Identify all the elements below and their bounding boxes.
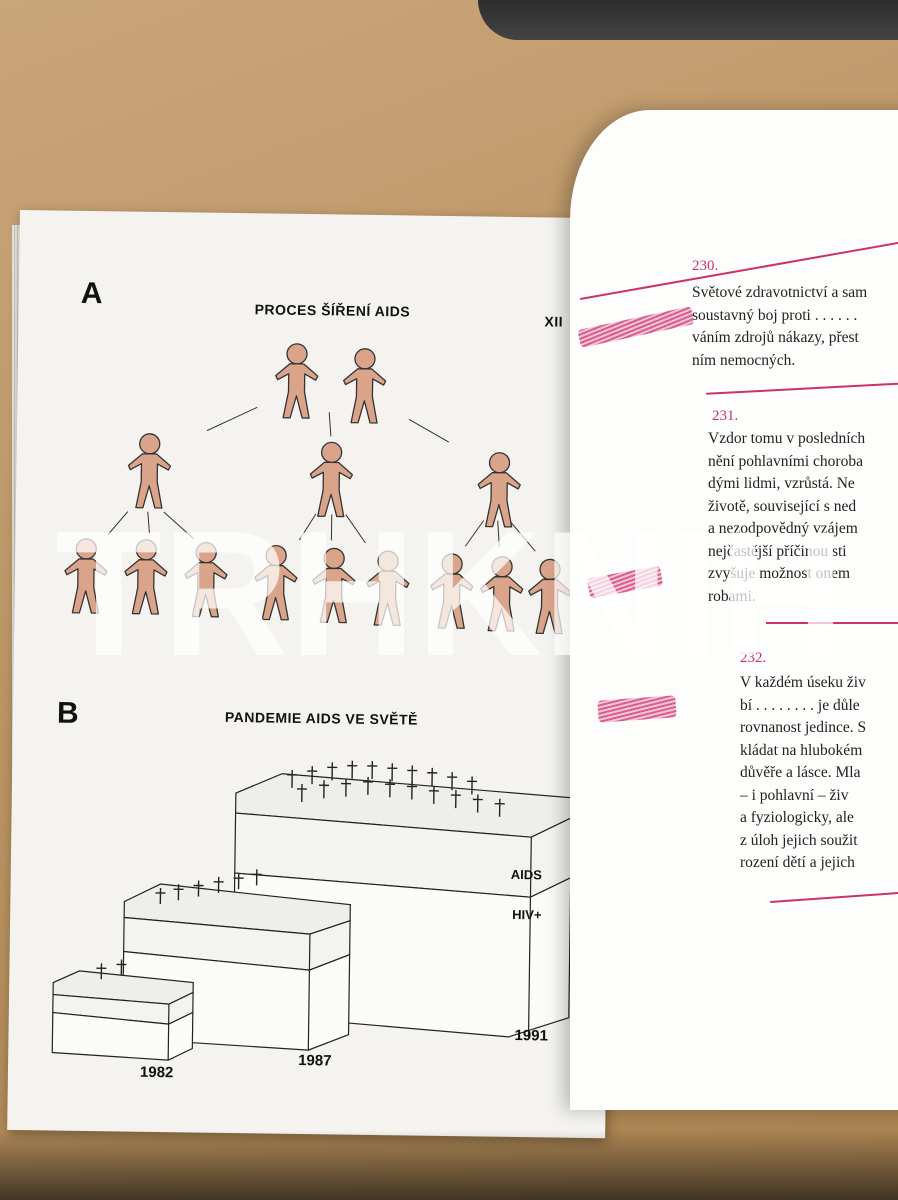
year-1987: 1987 [298,1051,332,1070]
item-230-text: Světové zdravotnictví a sam soustavný bo… [692,284,868,369]
year-1991: 1991 [514,1026,549,1045]
item-231-number: 231. [712,408,739,424]
spread-arrows [107,406,536,552]
item-231-text: Vzdor tomu v posledních nění pohlavními … [708,430,866,605]
figure-a-spread-diagram [63,342,572,635]
handwritten-note [586,565,664,599]
right-page: 230. Světové zdravotnictví a sam soustav… [570,110,898,1110]
left-page: A PROCES ŠÍŘENÍ AIDS XII [7,210,618,1139]
item-232-text: V každém úseku živ bí . . . . . . . . je… [740,674,867,871]
layer-label-aids: AIDS [510,866,542,883]
handwritten-note [577,306,695,348]
section-divider [766,622,898,624]
item-232-number: 232. [740,650,767,666]
crosses [96,760,505,980]
section-divider [770,887,898,903]
handwritten-note [597,695,677,723]
layer-label-hiv: HIV+ [512,906,542,923]
item-230-number: 230. [692,258,719,274]
figure-b-pandemic-blocks [51,760,573,1061]
dark-object-corner [478,0,898,40]
year-1982: 1982 [139,1063,174,1082]
bottom-shadow [0,1130,898,1200]
section-divider [706,379,898,395]
